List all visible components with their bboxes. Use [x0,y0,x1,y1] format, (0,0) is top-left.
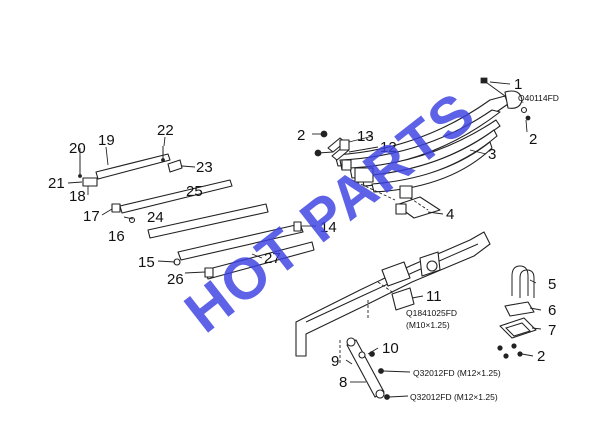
callout-10: 10 [382,340,399,357]
spring-seat-7 [499,317,537,339]
callout-2-bottom: 2 [537,348,545,365]
callout-2-right: 2 [529,131,537,148]
callout-24: 24 [147,209,164,226]
center-block-26 [204,267,214,278]
bushing-14 [293,221,302,232]
shackle-arm-8 [346,339,385,398]
callout-22: 22 [157,122,174,139]
callout-13: 13 [357,128,374,145]
callout-4: 4 [446,206,454,223]
callout-15: 15 [138,254,155,271]
callout-25: 25 [186,183,203,200]
callout-23: 23 [196,159,213,176]
callout-14: 14 [320,219,337,236]
lower-shackle [346,337,390,400]
spring-leaf-19 [95,153,171,180]
callout-21: 21 [48,175,65,192]
bushing-12 [339,139,350,151]
callout-9: 9 [331,353,339,370]
spring-leaf-27 [177,223,304,261]
callout-5: 5 [548,276,556,293]
callout-16: 16 [108,228,125,245]
nut-q32012fd-upper [378,368,384,374]
callout-27: 27 [264,250,281,267]
callout-12: 12 [380,139,397,156]
spring-leaf-25 [119,179,233,214]
callout-6: 6 [548,302,556,319]
callout-2-left: 2 [297,127,305,144]
callout-11: 11 [426,288,442,305]
callout-19: 19 [98,132,115,149]
callout-8: 8 [339,374,347,391]
callout-20: 20 [69,140,86,157]
nut-2-lower [517,351,523,357]
code-q32012fd-lower: Q32012FD (M12×1.25) [410,392,498,402]
u-bolt-plate-6 [504,301,535,317]
u-bolt-5 [511,265,529,296]
spring-pad-17 [111,203,121,213]
spring-clip-18 [82,177,98,187]
part-codes: Q40114FD Q1841025FD (M10×1.25) Q32012FD … [406,93,559,402]
code-q1841025fd-spec: (M10×1.25) [406,320,450,330]
leaf-spring-assembly [314,77,531,219]
callout-3: 3 [488,146,496,163]
rebound-clip-23 [167,159,183,173]
spring-leaf-24 [147,203,269,239]
code-q40114fd: Q40114FD [518,93,559,103]
callout-18: 18 [69,188,86,205]
u-bolt-set [497,265,537,359]
callout-1: 1 [514,76,522,93]
code-q32012fd-upper: Q32012FD (M12×1.25) [413,368,501,378]
spring-hanger [381,261,411,287]
callout-labels: 1 2 2 2 3 4 5 6 7 8 9 10 11 12 13 14 15 … [48,76,556,391]
frame-rail [295,231,491,365]
leader-lines [67,81,542,398]
nut-q32012fd-lower [384,394,390,400]
rubber-stopper-11 [391,287,415,311]
callout-26: 26 [167,271,184,288]
nut-2-upper [520,106,528,114]
code-q1841025fd: Q1841025FD [406,308,457,318]
callout-17: 17 [83,208,100,225]
callout-7: 7 [548,322,556,339]
exploded-spring-leaves [78,146,315,280]
washer-10 [358,351,366,359]
spring-u-bolt-seat [354,167,374,183]
